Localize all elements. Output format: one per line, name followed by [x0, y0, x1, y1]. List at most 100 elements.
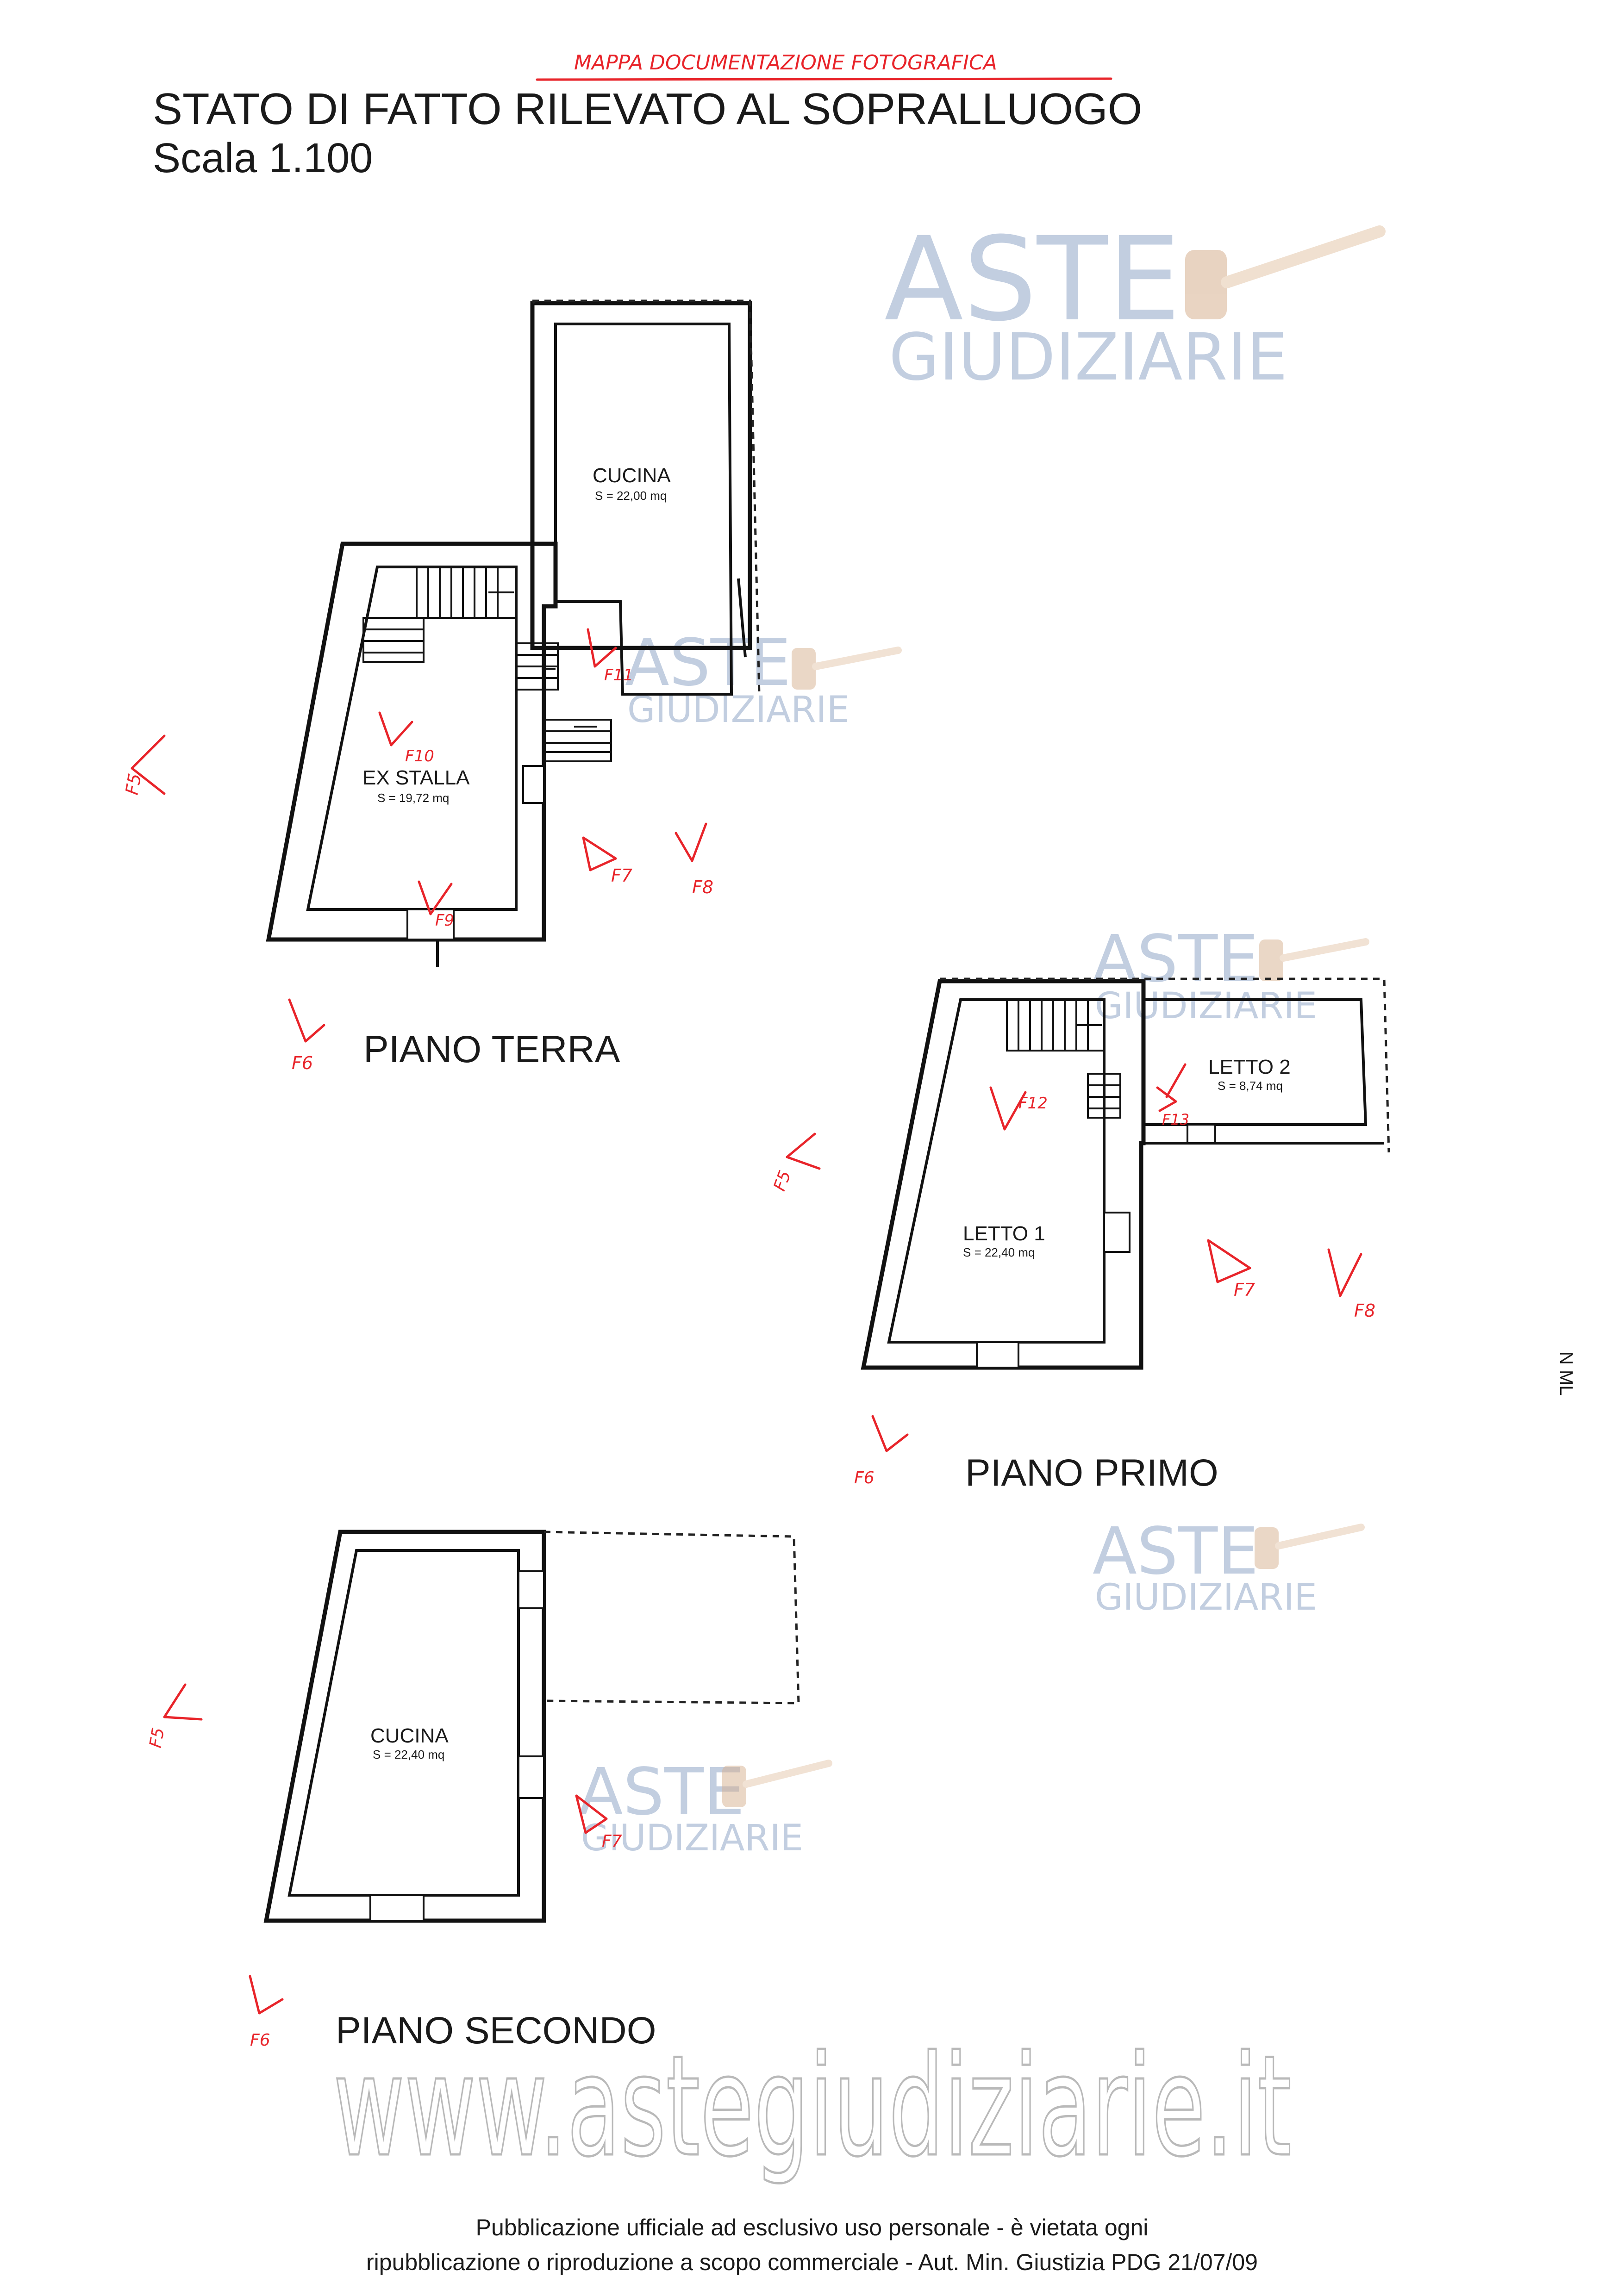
cucina2-window-lower [518, 1755, 545, 1799]
camera-angle-icon [989, 1086, 1027, 1131]
room-name: CUCINA [593, 464, 671, 487]
photo-marker-label: F7 [611, 865, 632, 886]
camera-angle-icon [582, 836, 617, 871]
scale-label: Scala 1.100 [153, 135, 373, 181]
photo-marker-label: F11 [604, 666, 633, 684]
photo-marker-label: F10 [405, 747, 434, 765]
watermark-brand-aste: ASTE [884, 212, 1181, 347]
side-note: N ML [1556, 1351, 1576, 1396]
photo-marker: F11 [587, 628, 633, 684]
photo-marker-label: F7 [1234, 1280, 1255, 1300]
stair-ground-lower [543, 719, 612, 762]
floor-label: PIANO PRIMO [965, 1452, 1218, 1494]
annotation-underline [536, 77, 1112, 81]
photo-marker: F6 [854, 1415, 909, 1487]
photo-marker-label: F6 [854, 1468, 874, 1487]
stable-outer-wall [266, 541, 558, 942]
watermark-brand-giudiziarie: GIUDIZIARIE [581, 1817, 803, 1859]
second-floor-inner-wall [287, 1549, 520, 1897]
photo-marker-label: F5 [146, 1726, 169, 1749]
aste-logo-watermark: ASTE GIUDIZIARIE [579, 1755, 832, 1859]
letto2-wall [1142, 998, 1368, 1126]
photo-marker: F6 [288, 998, 325, 1073]
second-floor-outer-wall [263, 1530, 546, 1923]
watermark-brand-aste: ASTE [1093, 921, 1259, 997]
second-floor-plan: CUCINA S = 22,40 mq PIANO SECONDO [263, 1530, 800, 2052]
stable-window [522, 765, 545, 804]
photo-marker-label: F8 [1354, 1300, 1375, 1321]
photo-marker-label: F12 [1018, 1094, 1048, 1113]
aste-logo-watermark: ASTE GIUDIZIARIE [1093, 1514, 1365, 1618]
photo-marker: F6 [249, 1975, 284, 2050]
kitchen-outer-wall [530, 301, 752, 650]
photo-marker-label: F9 [435, 911, 454, 930]
kitchen-dashed-outline [531, 299, 761, 695]
watermark-url: www.astegiudiziarie.it [333, 2026, 1292, 2187]
room-name: CUCINA [370, 1724, 449, 1747]
photo-marker: F10 [378, 711, 434, 765]
camera-angle-icon [163, 1683, 203, 1721]
cucina2-window-bottom [369, 1894, 425, 1922]
annotation-handwritten: MAPPA DOCUMENTAZIONE FOTOGRAFICA [574, 51, 997, 75]
stair-ground-upper [362, 566, 517, 663]
ground-floor-plan: CUCINA S = 22,00 mq [266, 299, 761, 1070]
page-title: STATO DI FATTO RILEVATO AL SOPRALLUOGO [153, 84, 1142, 134]
gavel-icon [1259, 938, 1369, 981]
room-area: S = 22,40 mq [963, 1245, 1035, 1259]
photo-marker: F13 [1156, 1063, 1189, 1128]
camera-angle-icon [575, 1794, 608, 1834]
gavel-icon [1185, 225, 1386, 319]
gavel-icon [722, 1760, 832, 1807]
photo-marker: F8 [1327, 1248, 1375, 1321]
photo-marker: F5 [146, 1683, 203, 1749]
letto1-window [976, 1341, 1019, 1369]
photo-marker: F5 [122, 734, 166, 796]
photo-marker: F7 [1207, 1239, 1255, 1300]
aste-logo-watermark: ASTE GIUDIZIARIE [625, 625, 902, 731]
letto2-window [1187, 1124, 1216, 1144]
camera-angle-icon [418, 880, 453, 915]
aste-logo-watermark: ASTE GIUDIZIARIE [1093, 921, 1369, 1027]
photo-marker-label: F5 [770, 1168, 795, 1194]
watermark-brand-giudiziarie: GIUDIZIARIE [1095, 985, 1317, 1027]
photo-marker: F9 [418, 880, 454, 930]
room-area: S = 22,00 mq [595, 489, 667, 503]
camera-angle-icon [249, 1975, 284, 2015]
camera-angle-icon [288, 998, 325, 1043]
room-area: S = 22,40 mq [373, 1748, 444, 1761]
stair-first-floor [1006, 999, 1121, 1119]
room-area: S = 8,74 mq [1218, 1079, 1283, 1093]
photo-marker: F12 [989, 1086, 1048, 1131]
watermark-brand-giudiziarie: GIUDIZIARIE [1095, 1577, 1317, 1618]
room-name: LETTO 2 [1208, 1056, 1291, 1078]
camera-angle-icon [587, 628, 617, 668]
photo-marker-label: F6 [250, 2031, 270, 2050]
camera-angle-icon [871, 1415, 909, 1452]
first-floor-plan: LETTO 2 S = 8,74 mq LETTO 1 S = 22,40 mq… [861, 977, 1390, 1494]
photo-marker: F7 [575, 1794, 622, 1851]
gavel-icon [792, 647, 902, 690]
stair-ground-middle [515, 642, 559, 691]
watermark-brand-aste: ASTE [625, 625, 791, 701]
camera-angle-icon [786, 1132, 821, 1170]
photo-marker-label: F8 [692, 877, 713, 897]
camera-angle-icon [1207, 1239, 1251, 1283]
room-name: LETTO 1 [963, 1222, 1045, 1245]
cucina2-window-upper [518, 1570, 545, 1609]
floor-label: PIANO SECONDO [336, 2010, 656, 2052]
camera-angle-icon [131, 734, 166, 795]
watermark-brand-giudiziarie: GIUDIZIARIE [627, 689, 849, 731]
photo-marker: F5 [770, 1132, 821, 1194]
room-area: S = 19,72 mq [377, 791, 449, 805]
photo-marker-label: F6 [292, 1053, 313, 1073]
photo-marker: F8 [675, 822, 713, 897]
room-name: EX STALLA [362, 766, 470, 789]
watermark-brand-aste: ASTE [1093, 1514, 1259, 1589]
kitchen-window [737, 578, 747, 658]
gavel-icon [1255, 1524, 1365, 1569]
second-floor-dashed-outline [543, 1531, 800, 1705]
photo-marker: F7 [582, 836, 632, 886]
camera-angle-icon [675, 822, 707, 862]
camera-angle-icon [1156, 1063, 1187, 1112]
